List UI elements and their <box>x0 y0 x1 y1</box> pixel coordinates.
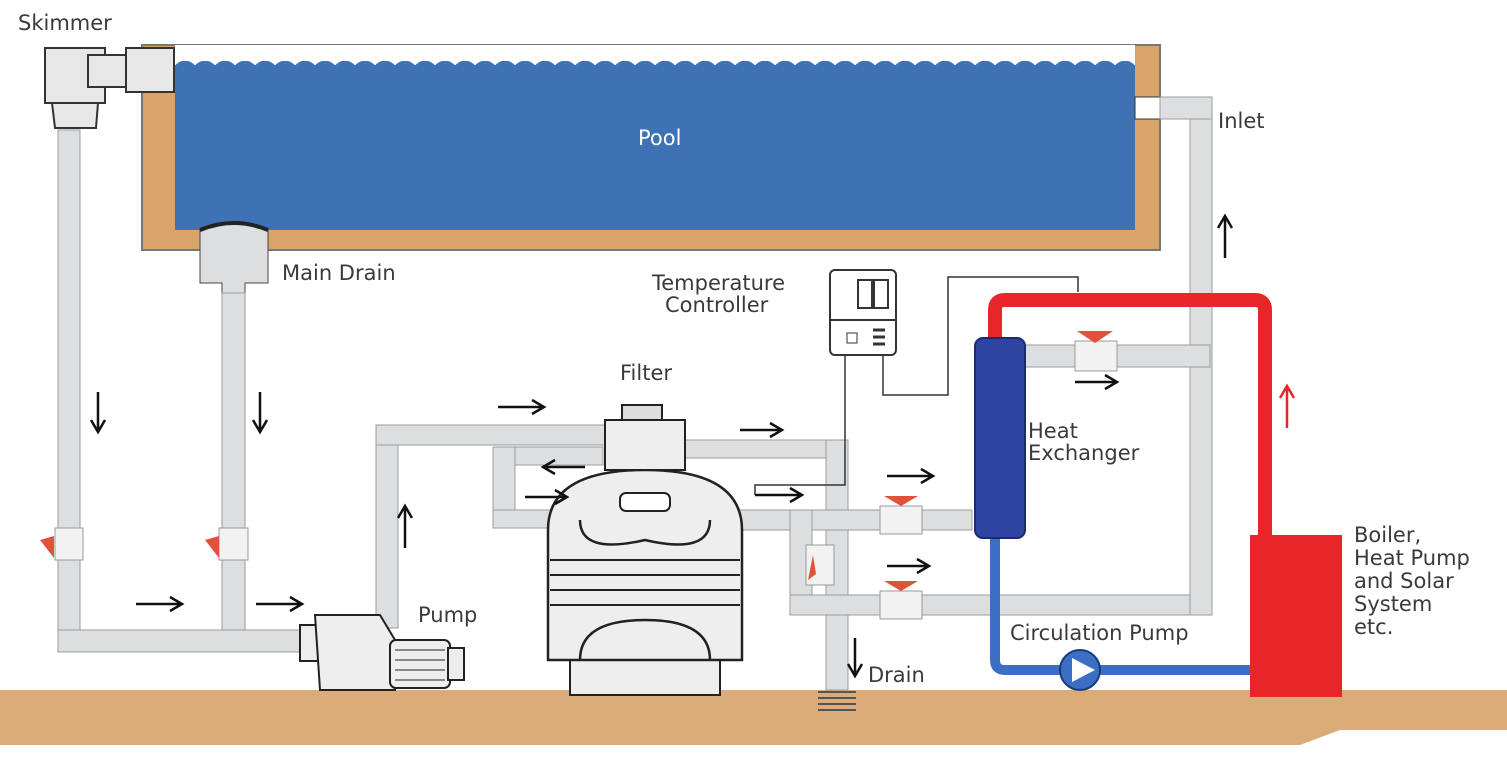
filter-label: Filter <box>620 361 672 385</box>
circulation-loop-pipe <box>990 530 1252 675</box>
valve-icons <box>40 331 1118 620</box>
heat-exchanger-label: Heat Exchanger <box>1028 419 1140 465</box>
pump-icon <box>299 614 465 691</box>
inlet-label: Inlet <box>1218 109 1265 133</box>
circulation-pump-label: Circulation Pump <box>1010 621 1189 645</box>
heat-exchanger-icon <box>974 337 1026 539</box>
skimmer-icon <box>44 47 175 129</box>
inlet-fitting <box>1134 96 1162 120</box>
drain-label: Drain <box>868 663 925 687</box>
boiler-icon <box>1250 535 1342 697</box>
temperature-controller-label: Temperature Controller <box>651 271 792 317</box>
pool <box>141 44 1161 251</box>
flow-arrows <box>89 213 1296 679</box>
hot-water-pipe <box>988 293 1272 540</box>
main-drain-icon <box>199 221 269 294</box>
ground <box>0 690 1507 745</box>
boiler-label: Boiler, Heat Pump and Solar System etc. <box>1354 523 1477 639</box>
skimmer-label: Skimmer <box>18 11 112 35</box>
pool-label: Pool <box>638 126 681 150</box>
pump-label: Pump <box>418 603 477 627</box>
main-drain-label: Main Drain <box>282 261 396 285</box>
drain-icon <box>818 691 856 711</box>
pipework <box>57 96 1213 691</box>
temperature-controller-icon <box>754 269 1079 495</box>
filter-icon <box>546 404 744 696</box>
